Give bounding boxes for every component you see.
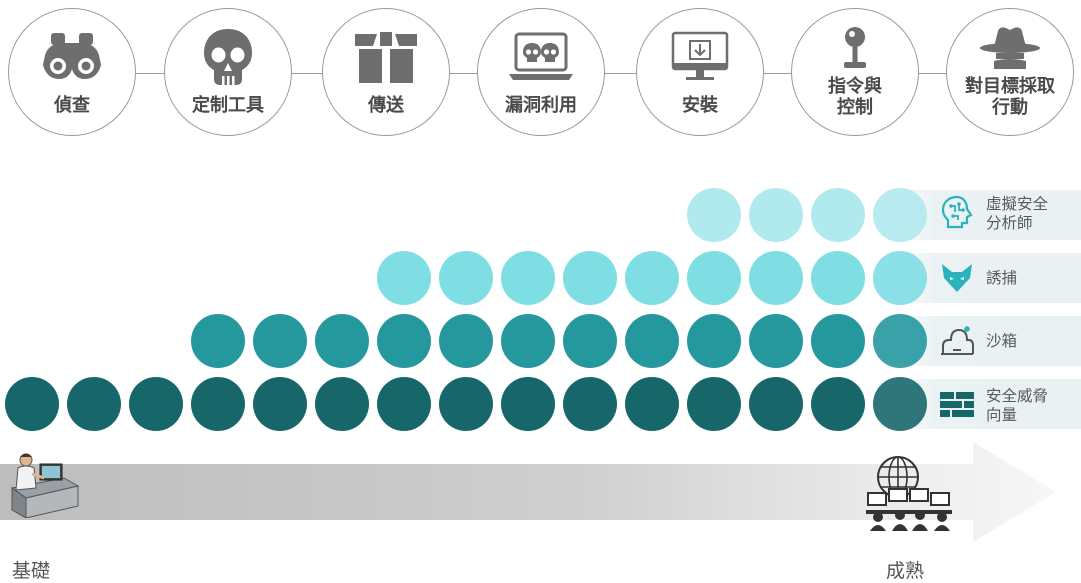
maturity-dot-virtual-analyst: [811, 188, 865, 242]
stage-label-line: 行動: [992, 97, 1028, 117]
binoculars-icon: [9, 27, 135, 87]
maturity-dot-sandbox: [315, 314, 369, 368]
sandbox-icon: [939, 323, 975, 359]
stage-label: 傳送: [368, 95, 404, 115]
maturity-dot-virtual-analyst: [749, 188, 803, 242]
band-label-threat-vectors: 安全威脅 向量: [986, 387, 1048, 425]
firewall-brick-icon: [939, 387, 975, 423]
band-label-line: 安全威脅: [986, 388, 1049, 405]
laptop-skulls-icon: [478, 27, 604, 87]
maturity-dot-virtual-analyst: [687, 188, 741, 242]
maturity-dot-threat-vectors: [5, 377, 59, 431]
monitor-download-icon: [637, 27, 763, 87]
band-label-line: 向量: [986, 407, 1018, 424]
maturity-arrow: [0, 442, 1056, 542]
maturity-dot-sandbox: [253, 314, 307, 368]
fox-mask-icon: [939, 260, 975, 296]
maturity-dot-threat-vectors: [191, 377, 245, 431]
stage-weaponize: 定制工具: [164, 8, 292, 136]
maturity-dot-sandbox: [873, 314, 927, 368]
stage-label: 漏洞利用: [505, 95, 577, 115]
stage-label: 對目標採取 行動: [947, 76, 1073, 118]
maturity-dot-threat-vectors: [377, 377, 431, 431]
maturity-dot-sandbox: [749, 314, 803, 368]
maturity-dot-sandbox: [377, 314, 431, 368]
global-soc-icon: [866, 456, 952, 531]
maturity-dot-sandbox: [439, 314, 493, 368]
maturity-dot-decoy: [687, 251, 741, 305]
maturity-dot-decoy: [625, 251, 679, 305]
stage-exploit: 漏洞利用: [477, 8, 605, 136]
stage-label-line: 指令與: [828, 76, 882, 96]
maturity-dot-sandbox: [811, 314, 865, 368]
maturity-dot-threat-vectors: [687, 377, 741, 431]
maturity-dot-decoy: [873, 251, 927, 305]
band-label-sandbox: 沙箱: [986, 333, 1018, 350]
stage-install: 安裝: [636, 8, 764, 136]
maturity-dot-threat-vectors: [563, 377, 617, 431]
stage-deliver: 傳送: [322, 8, 450, 136]
maturity-dot-threat-vectors: [501, 377, 555, 431]
stage-label: 偵查: [54, 95, 90, 115]
maturity-dot-sandbox: [501, 314, 555, 368]
skull-icon: [165, 27, 291, 87]
joystick-icon: [792, 23, 918, 73]
maturity-dot-sandbox: [563, 314, 617, 368]
maturity-dot-virtual-analyst: [873, 188, 927, 242]
maturity-dot-threat-vectors: [315, 377, 369, 431]
maturity-dot-decoy: [749, 251, 803, 305]
maturity-dot-decoy: [563, 251, 617, 305]
package-icon: [323, 27, 449, 87]
analyst-workstation-icon: [10, 453, 80, 518]
stage-label: 定制工具: [192, 95, 264, 115]
maturity-dot-decoy: [811, 251, 865, 305]
maturity-dot-threat-vectors: [625, 377, 679, 431]
maturity-dot-sandbox: [687, 314, 741, 368]
maturity-dot-threat-vectors: [873, 377, 927, 431]
maturity-dot-threat-vectors: [253, 377, 307, 431]
maturity-dot-threat-vectors: [749, 377, 803, 431]
stage-label: 指令與 控制: [792, 76, 918, 118]
stage-label-line: 控制: [837, 97, 873, 117]
band-label-decoy: 誘捕: [986, 270, 1018, 287]
maturity-dot-sandbox: [625, 314, 679, 368]
maturity-dot-decoy: [377, 251, 431, 305]
stage-label: 安裝: [682, 95, 718, 115]
maturity-dot-sandbox: [191, 314, 245, 368]
maturity-dot-threat-vectors: [811, 377, 865, 431]
brain-circuit-icon: [939, 194, 975, 230]
maturity-dot-decoy: [501, 251, 555, 305]
stage-c2: 指令與 控制: [791, 8, 919, 136]
hacker-hat-icon: [947, 23, 1073, 73]
band-label-virtual-analyst: 虛擬安全 分析師: [986, 195, 1048, 233]
maturity-dot-decoy: [439, 251, 493, 305]
arrow-start-label: 基礎: [12, 561, 51, 582]
maturity-dot-threat-vectors: [67, 377, 121, 431]
stage-actions: 對目標採取 行動: [946, 8, 1074, 136]
stage-label-line: 對目標採取: [965, 76, 1055, 96]
arrow-end-label: 成熟: [886, 561, 925, 582]
band-label-line: 虛擬安全: [986, 196, 1049, 213]
stage-recon: 偵查: [8, 8, 136, 136]
maturity-dot-threat-vectors: [129, 377, 183, 431]
maturity-dot-threat-vectors: [439, 377, 493, 431]
band-label-line: 分析師: [986, 215, 1033, 232]
